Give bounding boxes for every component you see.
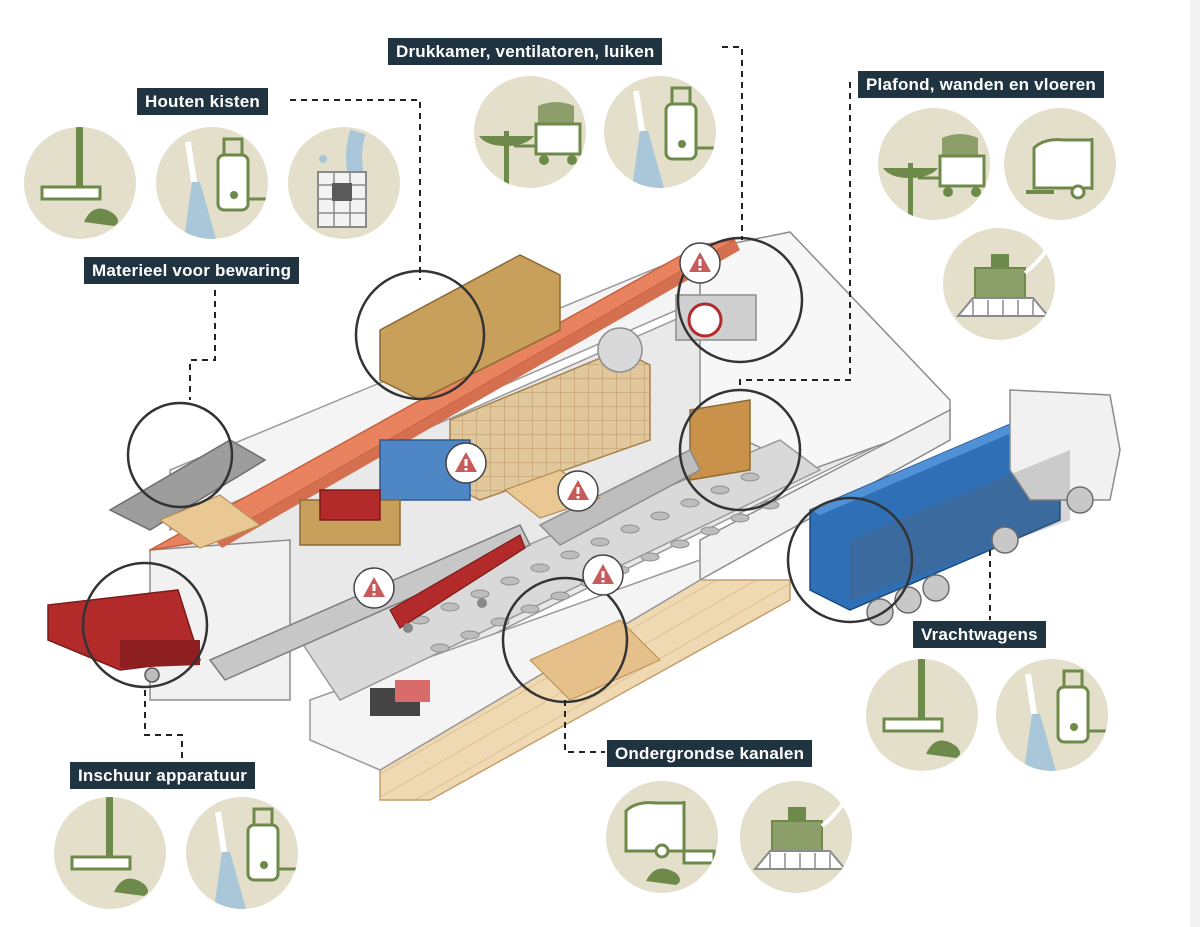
sack-roll-right (538, 448, 701, 546)
leader-lines (144, 46, 991, 760)
floor-scrubber-icon (606, 781, 718, 893)
warning-markers (353, 242, 721, 609)
warning-icon (557, 470, 599, 512)
detail-pressure-room (676, 236, 804, 364)
lower-floor (309, 558, 701, 771)
broom-icon (24, 127, 136, 239)
broom-icon (866, 659, 978, 771)
detail-truck (786, 496, 914, 624)
label-plafond: Plafond, wanden en vloeren (858, 71, 1105, 98)
label-houten-kisten: Houten kisten (137, 88, 269, 115)
warning-icon (679, 242, 721, 284)
pressure-washer-icon (186, 797, 298, 909)
pressure-washer-icon (156, 127, 268, 239)
detail-intake (81, 561, 209, 689)
fan-rotor (687, 302, 723, 338)
detail-walls (678, 388, 802, 512)
sorting-machine (319, 489, 381, 521)
fan-housing (597, 327, 643, 373)
pressure-washer-icon (996, 659, 1108, 771)
warning-icon (582, 554, 624, 596)
roof-edge (215, 240, 740, 548)
broom-icon (54, 797, 166, 909)
conveyor-red (389, 534, 526, 629)
vacuum-cleaner-icon (474, 76, 586, 188)
warning-icon (353, 567, 395, 609)
truck-cab (1009, 389, 1121, 501)
label-materieel: Materieel voor bewaring (84, 257, 300, 284)
vacuum-cleaner-icon (878, 108, 990, 220)
sack-roll (108, 439, 267, 531)
warning-icon (445, 442, 487, 484)
detail-storage-material (126, 401, 234, 509)
label-inschuur: Inschuur apparatuur (70, 762, 256, 789)
floor-hatch-red (395, 680, 430, 702)
label-vrachtwagens: Vrachtwagens (913, 621, 1046, 648)
floor-scrubber-icon (1004, 108, 1116, 220)
label-drukkamer: Drukkamer, ventilatoren, luiken (388, 38, 663, 65)
pressure-washer-icon (604, 76, 716, 188)
sweeper-machine-icon (740, 781, 852, 893)
label-ondergrondse: Ondergrondse kanalen (607, 740, 813, 767)
page-edge (1190, 0, 1200, 927)
truck-wheels (866, 486, 1094, 626)
box-soaking-icon (288, 127, 400, 239)
sweeper-machine-icon (943, 228, 1055, 340)
crate-stack-top (379, 254, 561, 401)
